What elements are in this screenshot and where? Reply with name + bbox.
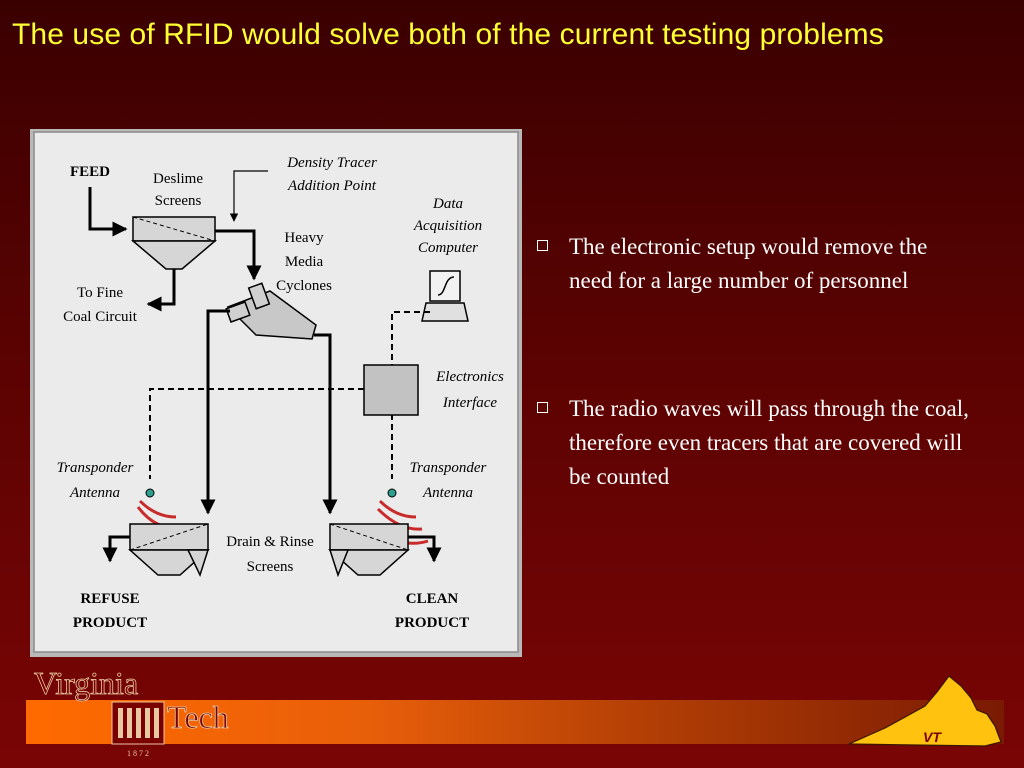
logo-word-virginia: Virginia	[34, 665, 138, 701]
drain-label-2: Screens	[247, 559, 294, 575]
fine-coal-arrow	[146, 269, 176, 312]
logo-year: 1 8 7 2	[127, 749, 149, 758]
signal-wiring	[149, 311, 430, 479]
refuse-product-arrow	[102, 535, 130, 563]
feed-arrow	[88, 187, 128, 237]
computer-icon	[421, 270, 469, 322]
deslime-screen	[130, 216, 218, 270]
bullet-text: The electronic setup would remove the ne…	[569, 234, 928, 293]
slide-title: The use of RFID would solve both of the …	[12, 18, 884, 51]
diagram-panel	[33, 131, 519, 653]
clean-product-arrow	[408, 535, 442, 563]
drain-screen-left	[128, 523, 210, 578]
data-label-3: Computer	[418, 240, 478, 256]
clean-label-1: CLEAN	[406, 591, 459, 607]
electronics-interface-box	[363, 364, 419, 416]
electronics-label-1: Electronics	[435, 369, 504, 385]
logo-word-tech: Tech	[167, 699, 229, 735]
bullet-item-radio-waves: The radio waves will pass through the co…	[535, 392, 975, 494]
transponder-right-label-1: Transponder	[410, 460, 487, 476]
hollow-square-bullet-icon	[537, 402, 548, 413]
data-label-2: Acquisition	[413, 218, 482, 234]
heavy-media-cyclone	[225, 282, 317, 340]
bullet-list: The electronic setup would remove the ne…	[535, 230, 975, 494]
data-label-1: Data	[432, 196, 463, 212]
antenna-left-icon	[145, 488, 155, 498]
map-label: VT	[923, 729, 942, 745]
heavy-label-1: Heavy	[284, 230, 324, 246]
deslime-label-1: Deslime	[153, 171, 203, 187]
refuse-label-1: REFUSE	[80, 591, 139, 607]
antenna-right-icon	[387, 488, 397, 498]
density-tracer-arrow	[229, 170, 268, 222]
heavy-label-2: Media	[285, 254, 324, 270]
electronics-label-2: Interface	[442, 395, 497, 411]
process-flow-diagram: FEED Deslime Screens Density Tracer Addi…	[30, 129, 522, 657]
deslime-label-2: Screens	[155, 193, 202, 209]
transponder-left-label-1: Transponder	[57, 460, 134, 476]
virginia-tech-logo: Virginia 1 8 7 2 Tech	[34, 665, 230, 758]
hollow-square-bullet-icon	[537, 240, 548, 251]
diagram-canvas: FEED Deslime Screens Density Tracer Addi…	[33, 131, 519, 653]
logo-building-icon	[111, 701, 165, 745]
refuse-flow-line	[200, 309, 230, 515]
footer-bar	[26, 700, 1004, 744]
heavy-label-3: Cyclones	[276, 278, 332, 294]
density-label-2: Addition Point	[287, 178, 377, 194]
clean-flow-line	[314, 333, 338, 515]
clean-label-2: PRODUCT	[395, 615, 469, 631]
feed-label: FEED	[70, 164, 110, 180]
bullet-item-personnel: The electronic setup would remove the ne…	[535, 230, 975, 298]
density-label-1: Density Tracer	[286, 155, 377, 171]
deslime-to-cyclone-arrow	[215, 229, 262, 281]
drain-label-1: Drain & Rinse	[226, 534, 314, 550]
drain-screen-right	[328, 523, 410, 578]
virginia-state-map-icon: VT	[848, 675, 1002, 747]
transponder-right-label-2: Antenna	[422, 485, 473, 501]
refuse-label-2: PRODUCT	[73, 615, 147, 631]
fine-label-1: To Fine	[77, 285, 123, 301]
transponder-left-label-2: Antenna	[69, 485, 120, 501]
bullet-text: The radio waves will pass through the co…	[569, 396, 969, 489]
fine-label-2: Coal Circuit	[63, 309, 138, 325]
